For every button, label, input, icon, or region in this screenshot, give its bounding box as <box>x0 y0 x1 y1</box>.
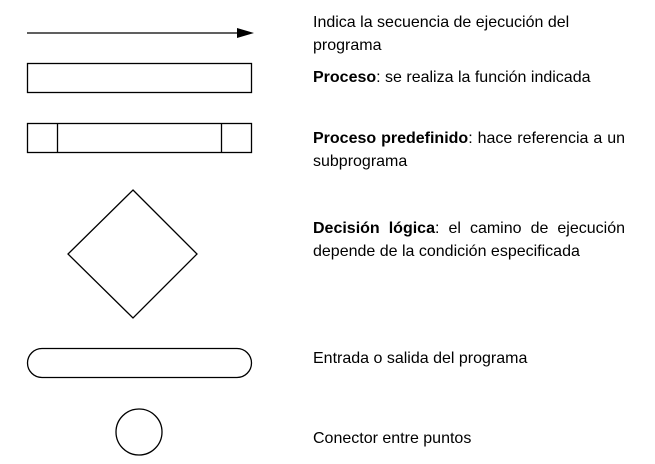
decision-description: Decisión lógica: el camino de ejecución … <box>313 217 625 263</box>
term-label: Proceso predefinido <box>313 130 469 147</box>
connector-symbol <box>115 408 163 456</box>
decision-symbol <box>67 189 198 319</box>
description-text: : el camino de ejecución depende de la c… <box>313 220 625 260</box>
connector-description: Conector entre puntos <box>313 427 625 450</box>
description-text: : hace referencia a un subprograma <box>313 130 625 170</box>
description-text: Indica la secuencia de ejecución del pro… <box>313 14 570 54</box>
terminal-symbol <box>26 347 253 379</box>
terminal-description: Entrada o salida del programa <box>313 347 625 370</box>
arrow-symbol <box>27 28 254 38</box>
term-label: Proceso <box>313 69 377 86</box>
process-description: Proceso: se realiza la función indicada <box>313 66 625 89</box>
predefined-process-symbol <box>26 122 253 154</box>
description-text: Conector entre puntos <box>313 430 472 447</box>
predefined-process-description: Proceso predefinido: hace referencia a u… <box>313 127 625 173</box>
description-text: : se realiza la función indicada <box>376 69 591 86</box>
description-text: Entrada o salida del programa <box>313 350 528 367</box>
term-label: Decisión lógica <box>313 220 435 237</box>
arrow-description: Indica la secuencia de ejecución del pro… <box>313 11 625 57</box>
process-symbol <box>26 62 253 94</box>
